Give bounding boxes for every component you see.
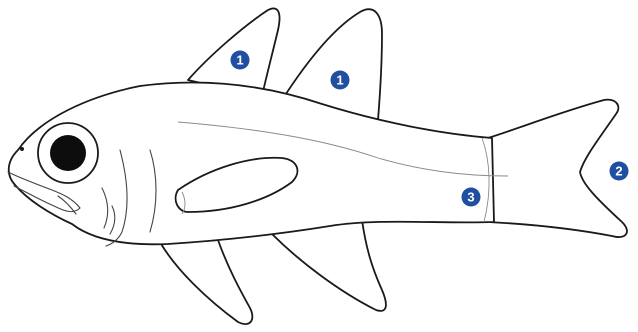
nostril bbox=[20, 147, 24, 151]
marker-1-second-dorsal: 1 bbox=[331, 71, 350, 90]
marker-label: 1 bbox=[236, 53, 243, 68]
anal-fin bbox=[272, 220, 386, 311]
pelvic-fin bbox=[160, 240, 252, 324]
pupil bbox=[50, 135, 86, 171]
marker-label: 3 bbox=[467, 190, 474, 205]
marker-1-first-dorsal: 1 bbox=[231, 51, 250, 70]
caudal-fin bbox=[488, 100, 627, 237]
marker-2-caudal: 2 bbox=[610, 162, 629, 181]
marker-label: 2 bbox=[615, 164, 622, 179]
marker-3-peduncle: 3 bbox=[462, 188, 481, 207]
marker-label: 1 bbox=[336, 73, 343, 88]
